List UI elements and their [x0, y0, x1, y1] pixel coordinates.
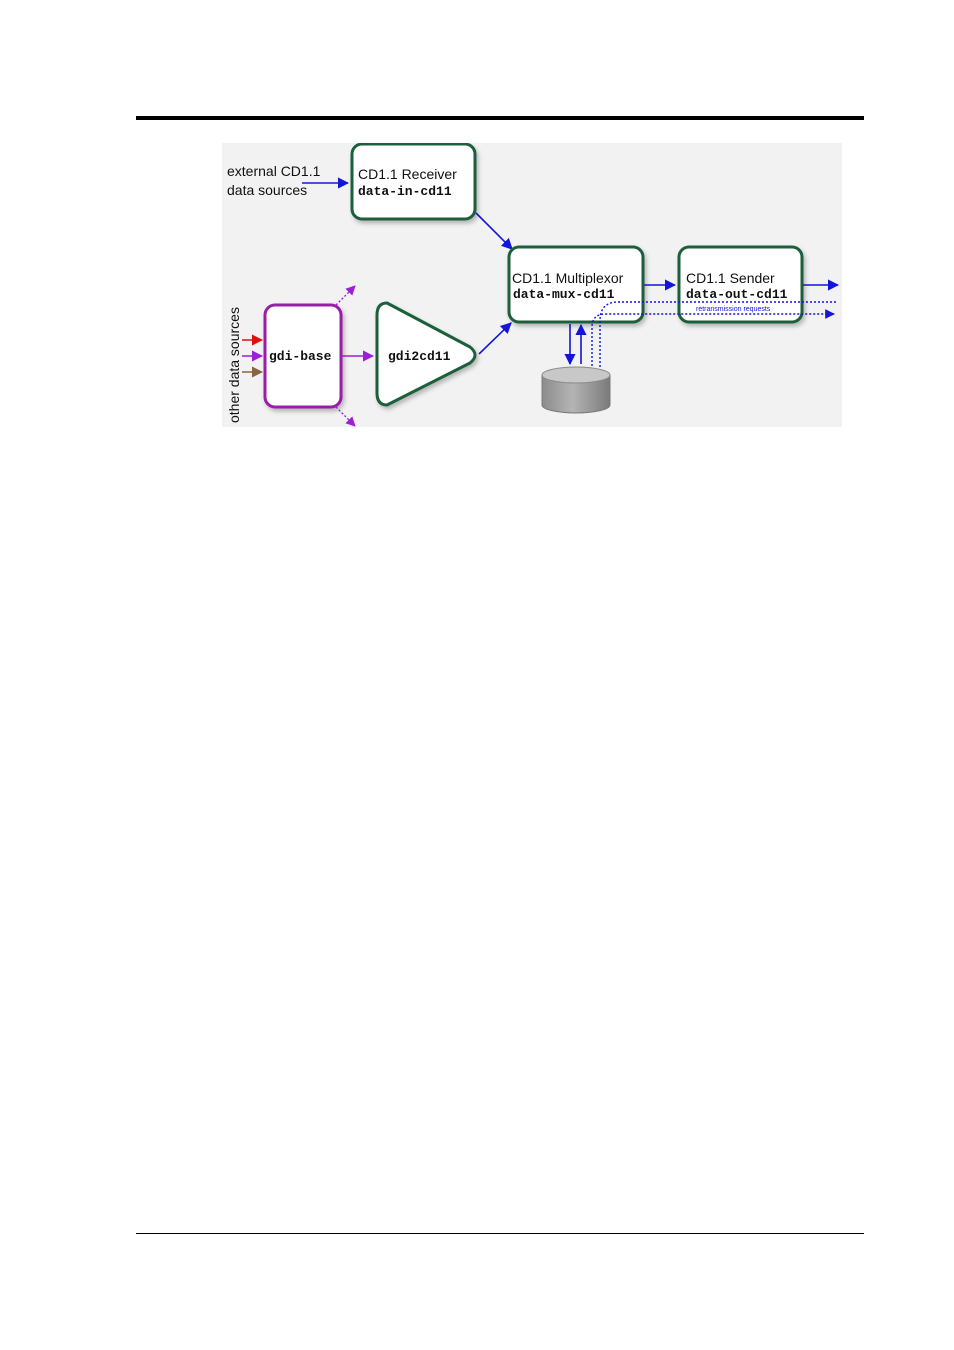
- storage-disk-icon: [541, 366, 611, 414]
- multiplexor-title: CD1.1 Multiplexor: [512, 270, 624, 286]
- cd11-dataflow-diagram: external CD1.1 data sources CD1.1 Receiv…: [222, 143, 842, 427]
- receiver-to-mux-arrow: [475, 212, 513, 250]
- retransmission-label: retransmission requests: [696, 306, 771, 313]
- sender-program: data-out-cd11: [686, 287, 788, 302]
- gdi-base-box: [263, 303, 343, 409]
- diagram-canvas: external CD1.1 data sources CD1.1 Receiv…: [222, 143, 842, 427]
- gdi2cd11-converter-shape: [375, 301, 477, 407]
- external-sources-label-line1: external CD1.1: [227, 163, 321, 179]
- other-sources-label: other data sources: [226, 307, 242, 423]
- multiplexor-program: data-mux-cd11: [513, 287, 615, 302]
- gdi-base-program: gdi-base: [269, 349, 332, 364]
- gdi2cd11-program: gdi2cd11: [388, 349, 451, 364]
- footer-rule: [136, 1233, 864, 1234]
- sender-title: CD1.1 Sender: [686, 270, 775, 286]
- gdi2cd11-to-mux-arrow: [478, 322, 512, 355]
- gdi-base-branch-down-arrow: [335, 406, 356, 427]
- sender-box: [677, 245, 804, 324]
- multiplexor-box: [507, 245, 645, 324]
- external-sources-label-line2: data sources: [227, 182, 307, 198]
- header-rule: [136, 116, 864, 120]
- retransmission-reply-path: [591, 309, 835, 390]
- receiver-program: data-in-cd11: [358, 184, 452, 199]
- receiver-title: CD1.1 Receiver: [358, 166, 457, 182]
- receiver-box: [350, 143, 477, 221]
- gdi-base-branch-up-arrow: [335, 285, 356, 306]
- retransmission-request-path: [590, 301, 836, 396]
